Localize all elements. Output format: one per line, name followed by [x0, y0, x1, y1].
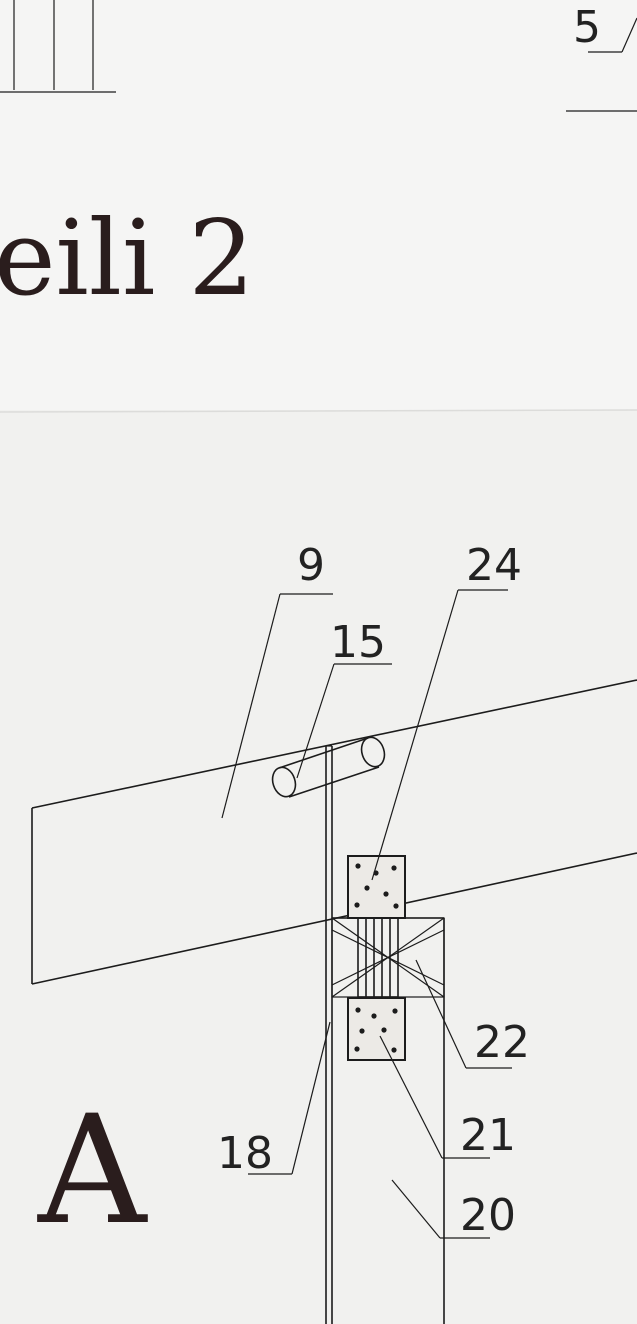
callout-18: 18	[217, 1128, 273, 1179]
callout-21: 21	[460, 1110, 516, 1161]
callout-5: 5	[573, 2, 601, 53]
callout-24: 24	[466, 540, 522, 591]
plate-21	[347, 997, 406, 1061]
callout-9: 9	[297, 540, 325, 591]
top-right-fragment: 5	[566, 2, 637, 112]
vertical-rod-18	[325, 745, 333, 1324]
pin-15	[271, 736, 386, 798]
callout-22: 22	[474, 1017, 530, 1068]
upper-sheet-region	[0, 0, 637, 410]
callout-21-group: 21	[379, 1035, 516, 1161]
callout-22-group: 22	[415, 959, 530, 1069]
post-20	[332, 917, 445, 1324]
sheet-fold-line	[0, 409, 637, 413]
callout-9-group: 9	[221, 540, 333, 819]
callout-15-group: 15	[296, 617, 392, 779]
callout-24-group: 24	[371, 540, 522, 881]
view-label: A	[37, 1084, 148, 1258]
callout-18-group: 18	[217, 1021, 331, 1179]
sheet-heading: eili 2	[0, 197, 255, 319]
callout-15: 15	[330, 617, 386, 668]
inclined-beam-9	[31, 679, 637, 985]
top-left-fragment	[0, 0, 116, 93]
callout-20-group: 20	[391, 1179, 516, 1241]
callout-20: 20	[460, 1190, 516, 1241]
